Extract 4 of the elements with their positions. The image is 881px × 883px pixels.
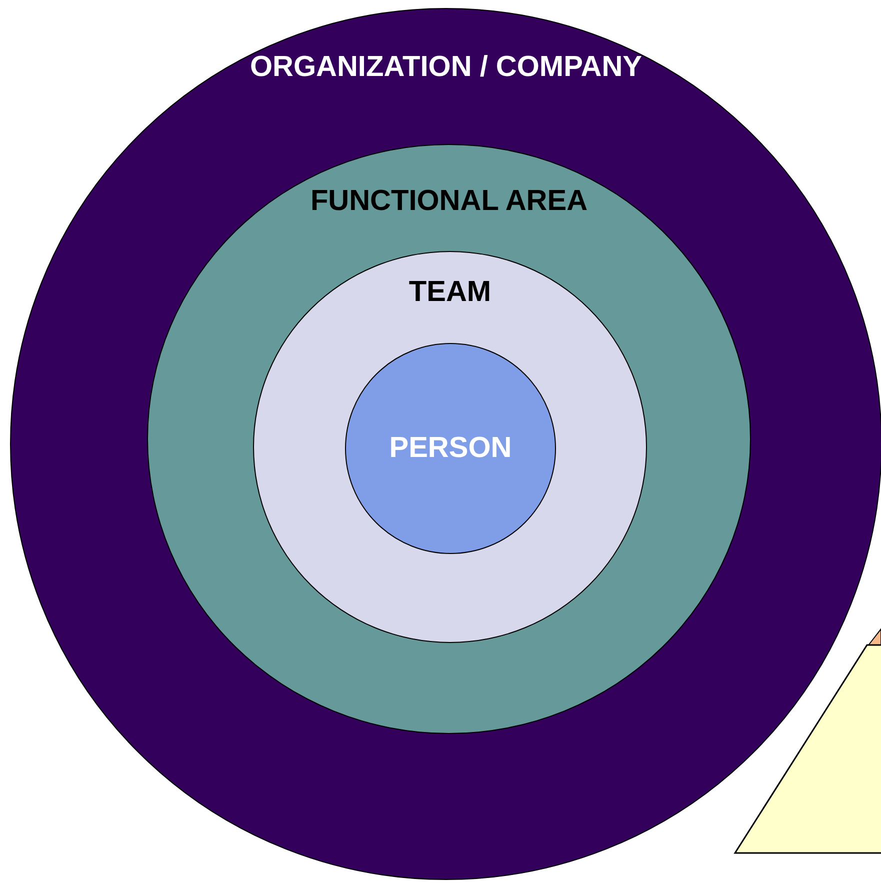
circle-label: TEAM	[408, 276, 492, 309]
circle-label: FUNCTIONAL AREA	[310, 185, 588, 218]
circle-label: ORGANIZATION / COMPANY	[250, 51, 642, 84]
circle-label: PERSON	[389, 432, 512, 464]
